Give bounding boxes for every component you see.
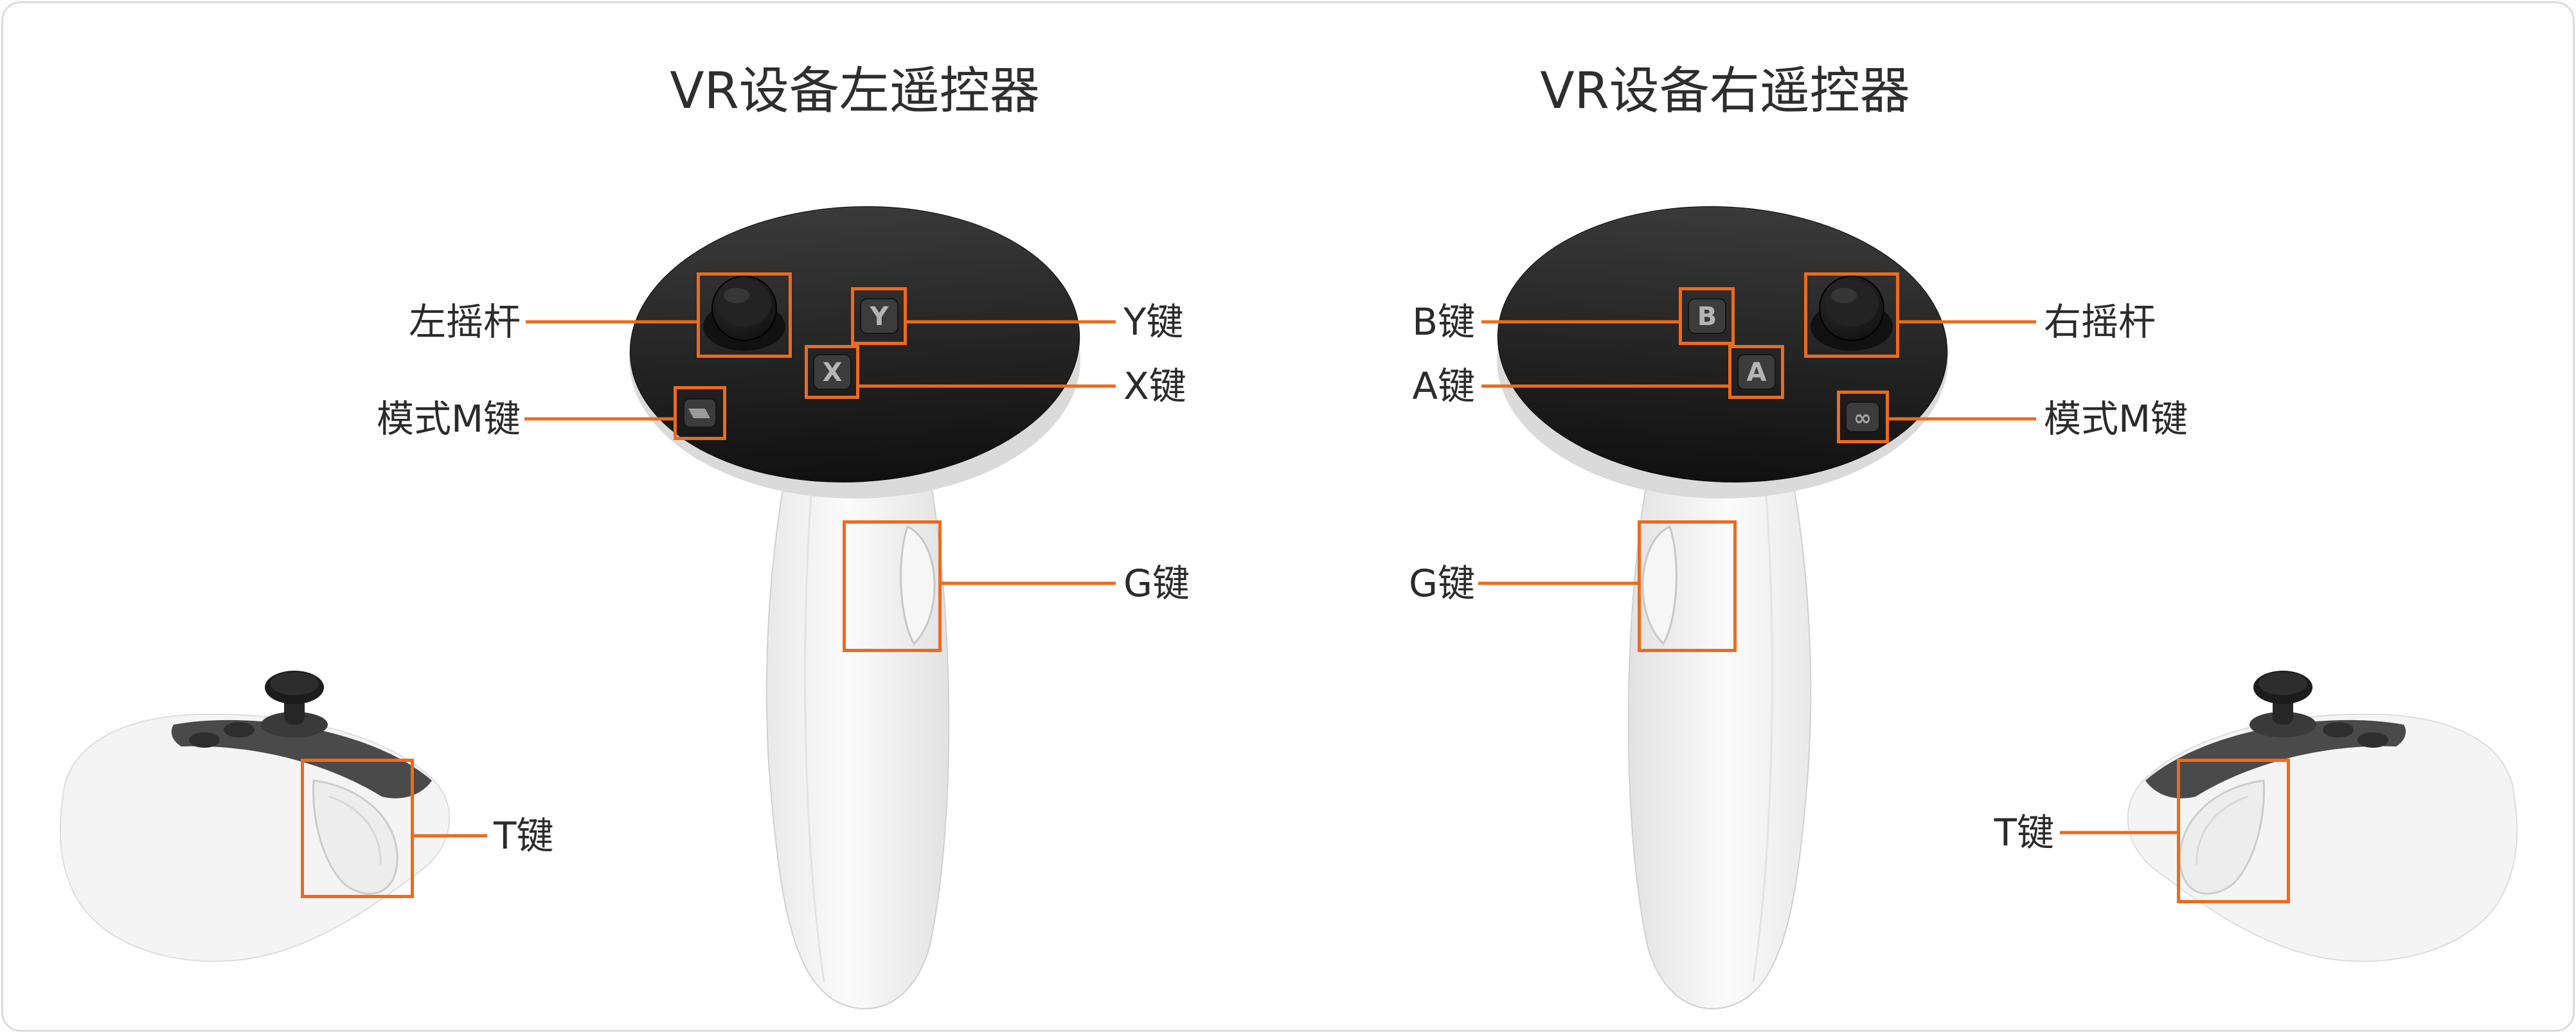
right-trigger-t-button (2179, 779, 2266, 895)
label-left-g-button: G键 (1123, 561, 1190, 605)
highlight-box-left-mode-button (674, 386, 726, 440)
right-mode-m-button: ∞ (1845, 402, 1880, 432)
left-side-button-2 (224, 722, 255, 737)
right-side-button-2 (2323, 722, 2354, 737)
right-side-body (2127, 671, 2518, 962)
highlight-box-b-button (1679, 287, 1735, 345)
highlight-box-right-joystick (1804, 272, 1899, 358)
highlight-box-a-button (1728, 345, 1784, 399)
highlight-box-right-mode-button (1837, 391, 1889, 443)
left-mode-m-button (683, 398, 717, 428)
left-grip-g-button (900, 525, 936, 646)
right-controller-title: VR设备右遥控器 (1540, 62, 1910, 120)
label-right-mode: 模式M键 (2044, 397, 2188, 441)
highlight-box-left-t-button (301, 759, 414, 898)
highlight-box-x-button (805, 345, 859, 399)
label-left-t-button: T键 (494, 814, 554, 858)
right-handle-seam (1752, 494, 1773, 982)
label-right-t-button: T键 (1994, 811, 2054, 854)
left-handle-seam (804, 494, 825, 982)
label-a-button: A键 (1412, 364, 1475, 408)
b-button-glyph: B (1697, 302, 1717, 331)
highlight-box-left-g-button (843, 520, 942, 652)
highlight-box-y-button (851, 287, 907, 345)
left-thumbstick (703, 276, 785, 351)
x-button: X (813, 354, 852, 390)
label-y-button: Y键 (1123, 300, 1184, 344)
right-side-thumbstick (2250, 671, 2316, 737)
right-controller-side-view (2127, 671, 2518, 962)
left-side-button-1 (189, 732, 220, 748)
label-right-joystick: 右摇杆 (2044, 300, 2156, 344)
highlight-box-left-joystick (697, 272, 792, 358)
right-grip-g-button (1641, 525, 1677, 646)
label-x-button: X键 (1123, 364, 1186, 408)
b-button: B (1688, 298, 1726, 334)
highlight-box-right-t-button (2177, 759, 2290, 903)
left-side-thumbstick (261, 671, 328, 737)
left-controller-title: VR设备左遥控器 (670, 62, 1040, 120)
highlight-box-right-g-button (1638, 520, 1737, 652)
label-b-button: B键 (1412, 300, 1475, 344)
right-mode-m-glyph: ∞ (1854, 405, 1872, 431)
y-button-glyph: Y (870, 302, 890, 331)
right-thumbstick (1811, 276, 1893, 351)
right-side-button-1 (2357, 732, 2388, 748)
y-button: Y (860, 298, 899, 334)
x-button-glyph: X (823, 358, 843, 387)
left-trigger-t-button (312, 779, 398, 895)
a-button: A (1737, 354, 1776, 390)
label-left-mode: 模式M键 (376, 397, 521, 441)
a-button-glyph: A (1747, 358, 1767, 387)
left-controller-side-view (59, 671, 451, 962)
label-right-g-button: G键 (1409, 561, 1475, 605)
label-left-joystick: 左摇杆 (408, 300, 521, 344)
